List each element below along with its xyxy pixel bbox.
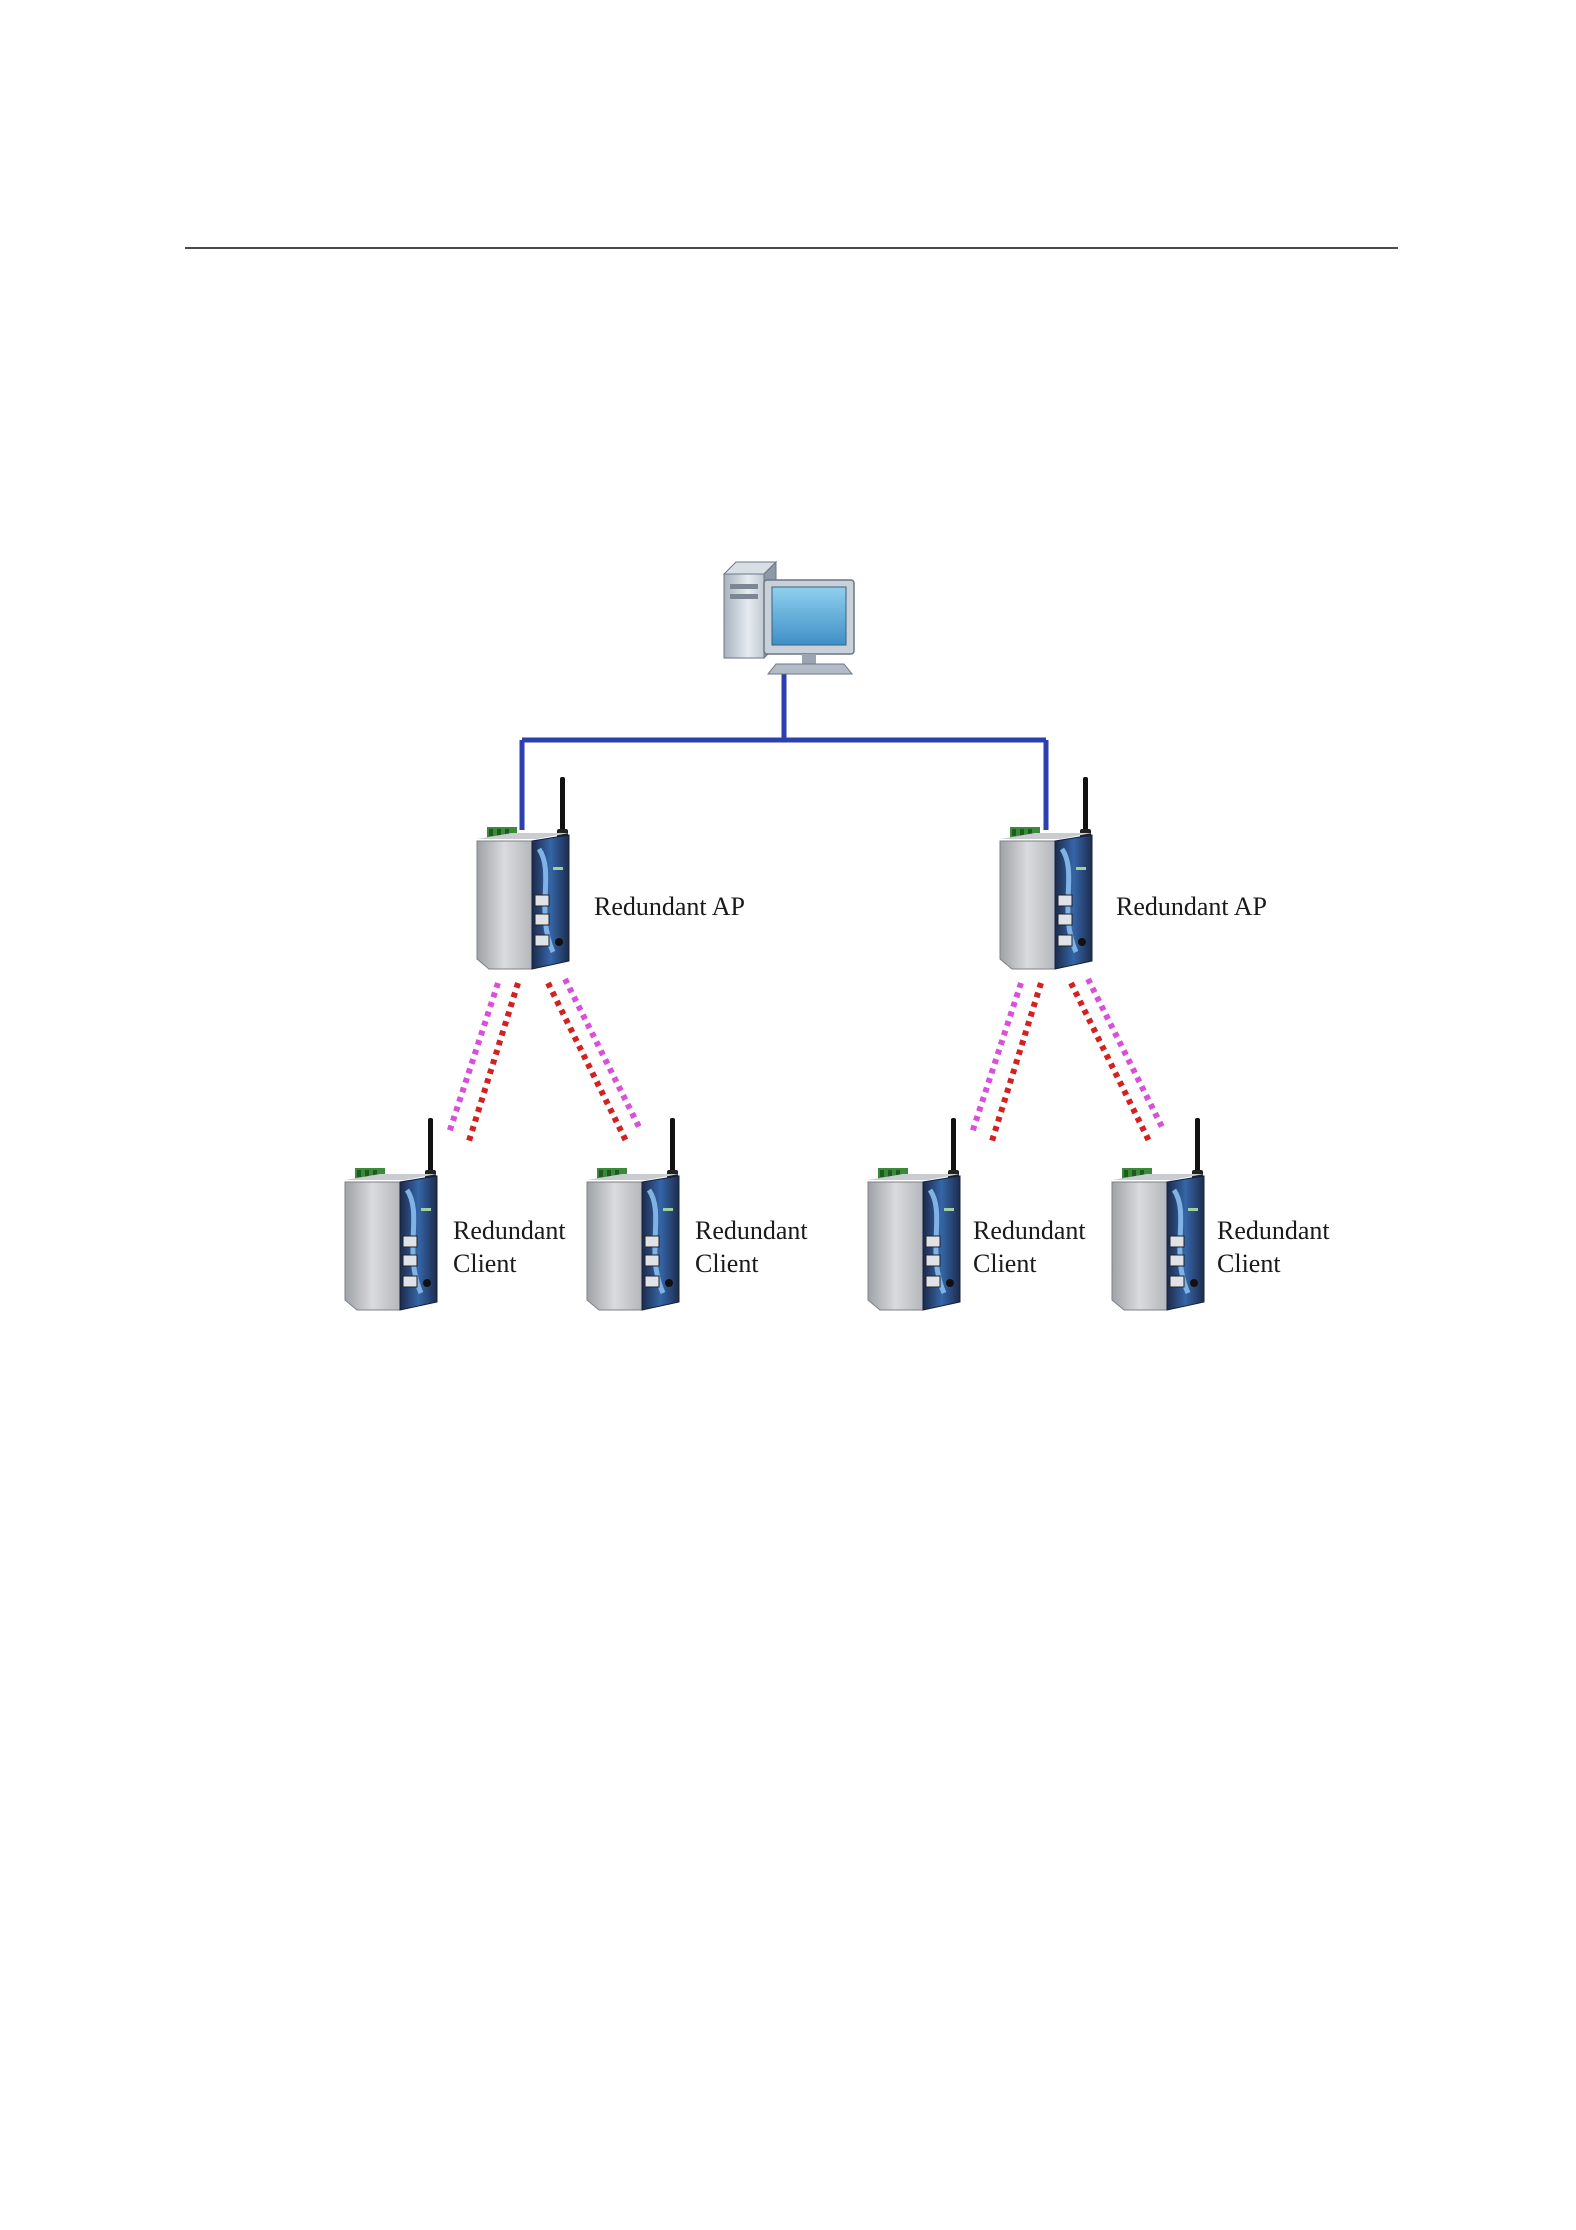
client-2-icon — [587, 1118, 679, 1310]
client-label-2: Redundant Client — [695, 1214, 808, 1280]
client-label-3-line1: Redundant — [973, 1214, 1086, 1247]
wireless-links-left-ap — [449, 979, 641, 1141]
client-label-4-line2: Client — [1217, 1247, 1330, 1280]
ap-label-left: Redundant AP — [594, 890, 745, 923]
wireless-links-right-ap — [972, 979, 1164, 1141]
client-label-2-line1: Redundant — [695, 1214, 808, 1247]
client-label-2-line2: Client — [695, 1247, 808, 1280]
wired-network-links — [522, 665, 1046, 830]
client-label-1-line1: Redundant — [453, 1214, 566, 1247]
client-1-icon — [345, 1118, 437, 1310]
client-label-4-line1: Redundant — [1217, 1214, 1330, 1247]
client-label-3-line2: Client — [973, 1247, 1086, 1280]
client-label-4: Redundant Client — [1217, 1214, 1330, 1280]
client-label-3: Redundant Client — [973, 1214, 1086, 1280]
ap-label-right: Redundant AP — [1116, 890, 1267, 923]
computer-icon — [724, 562, 854, 674]
client-3-icon — [868, 1118, 960, 1310]
client-label-1: Redundant Client — [453, 1214, 566, 1280]
client-4-icon — [1112, 1118, 1204, 1310]
client-label-1-line2: Client — [453, 1247, 566, 1280]
